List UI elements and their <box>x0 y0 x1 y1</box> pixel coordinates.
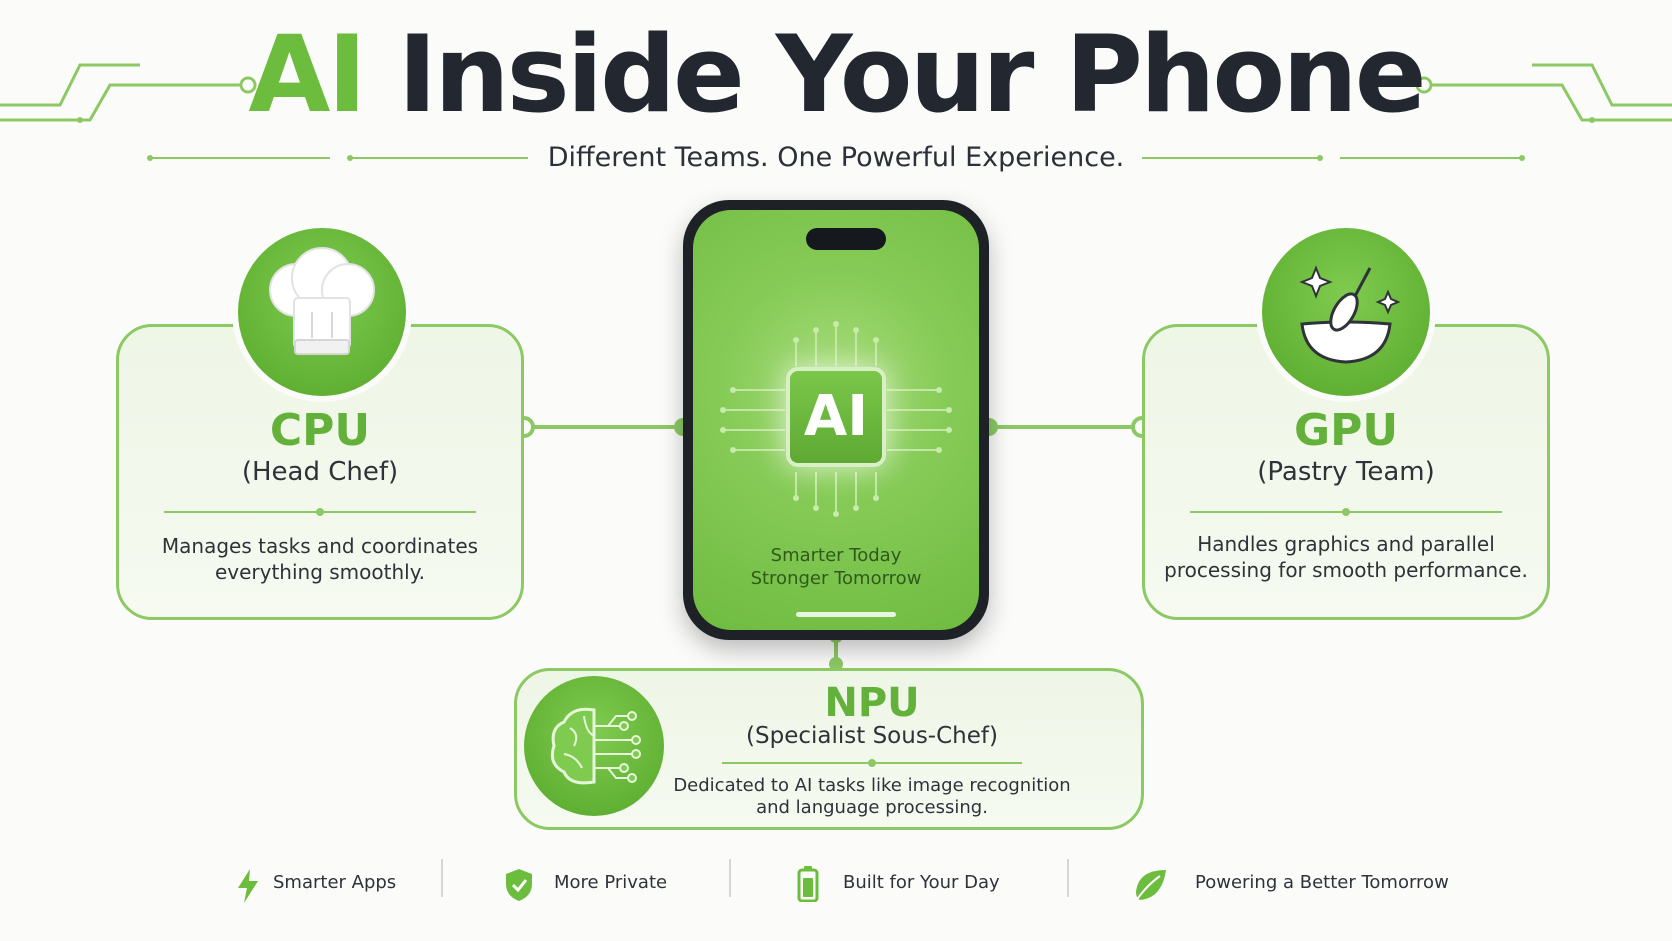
ai-chip: AI <box>786 367 886 467</box>
page-title: AI Inside Your Phone <box>0 22 1672 128</box>
cpu-subtitle: (Head Chef) <box>241 457 399 487</box>
phone-device: AI Smarter Today Stronger Tomorrow <box>683 200 989 640</box>
gpu-icon-badge <box>1262 228 1430 396</box>
title-highlight: AI <box>248 13 366 136</box>
cpu-icon-badge <box>238 228 406 396</box>
phone-home-bar <box>796 612 896 617</box>
header-circuit-decoration <box>0 63 1672 161</box>
npu-title: NPU <box>824 680 920 726</box>
gpu-subtitle: (Pastry Team) <box>1257 457 1435 487</box>
title-rest: Inside Your Phone <box>397 13 1427 136</box>
gpu-description: Handles graphics and parallel processing… <box>1164 532 1528 582</box>
chip-circuit-icon <box>720 321 952 517</box>
gpu-title: GPU <box>1293 405 1399 456</box>
phone-tagline-2: Stronger Tomorrow <box>750 568 922 589</box>
npu-divider <box>722 759 1022 767</box>
phone-tagline-1: Smarter Today <box>770 545 902 566</box>
npu-description: Dedicated to AI tasks like image recogni… <box>673 775 1071 818</box>
gpu-divider <box>1190 508 1502 516</box>
brain-circuit-icon <box>550 707 641 785</box>
phone-screen: AI Smarter Today Stronger Tomorrow <box>693 210 979 630</box>
whisk-bowl-icon <box>1299 265 1401 364</box>
chef-hat-icon <box>269 247 375 355</box>
npu-icon-badge <box>524 676 664 816</box>
page-subtitle: Different Teams. One Powerful Experience… <box>547 142 1125 173</box>
cpu-divider <box>164 508 476 516</box>
npu-subtitle: (Specialist Sous-Chef) <box>746 723 998 749</box>
cpu-description: Manages tasks and coordinates everything… <box>161 534 479 584</box>
phone-notch <box>806 228 886 250</box>
cpu-title: CPU <box>269 405 371 456</box>
